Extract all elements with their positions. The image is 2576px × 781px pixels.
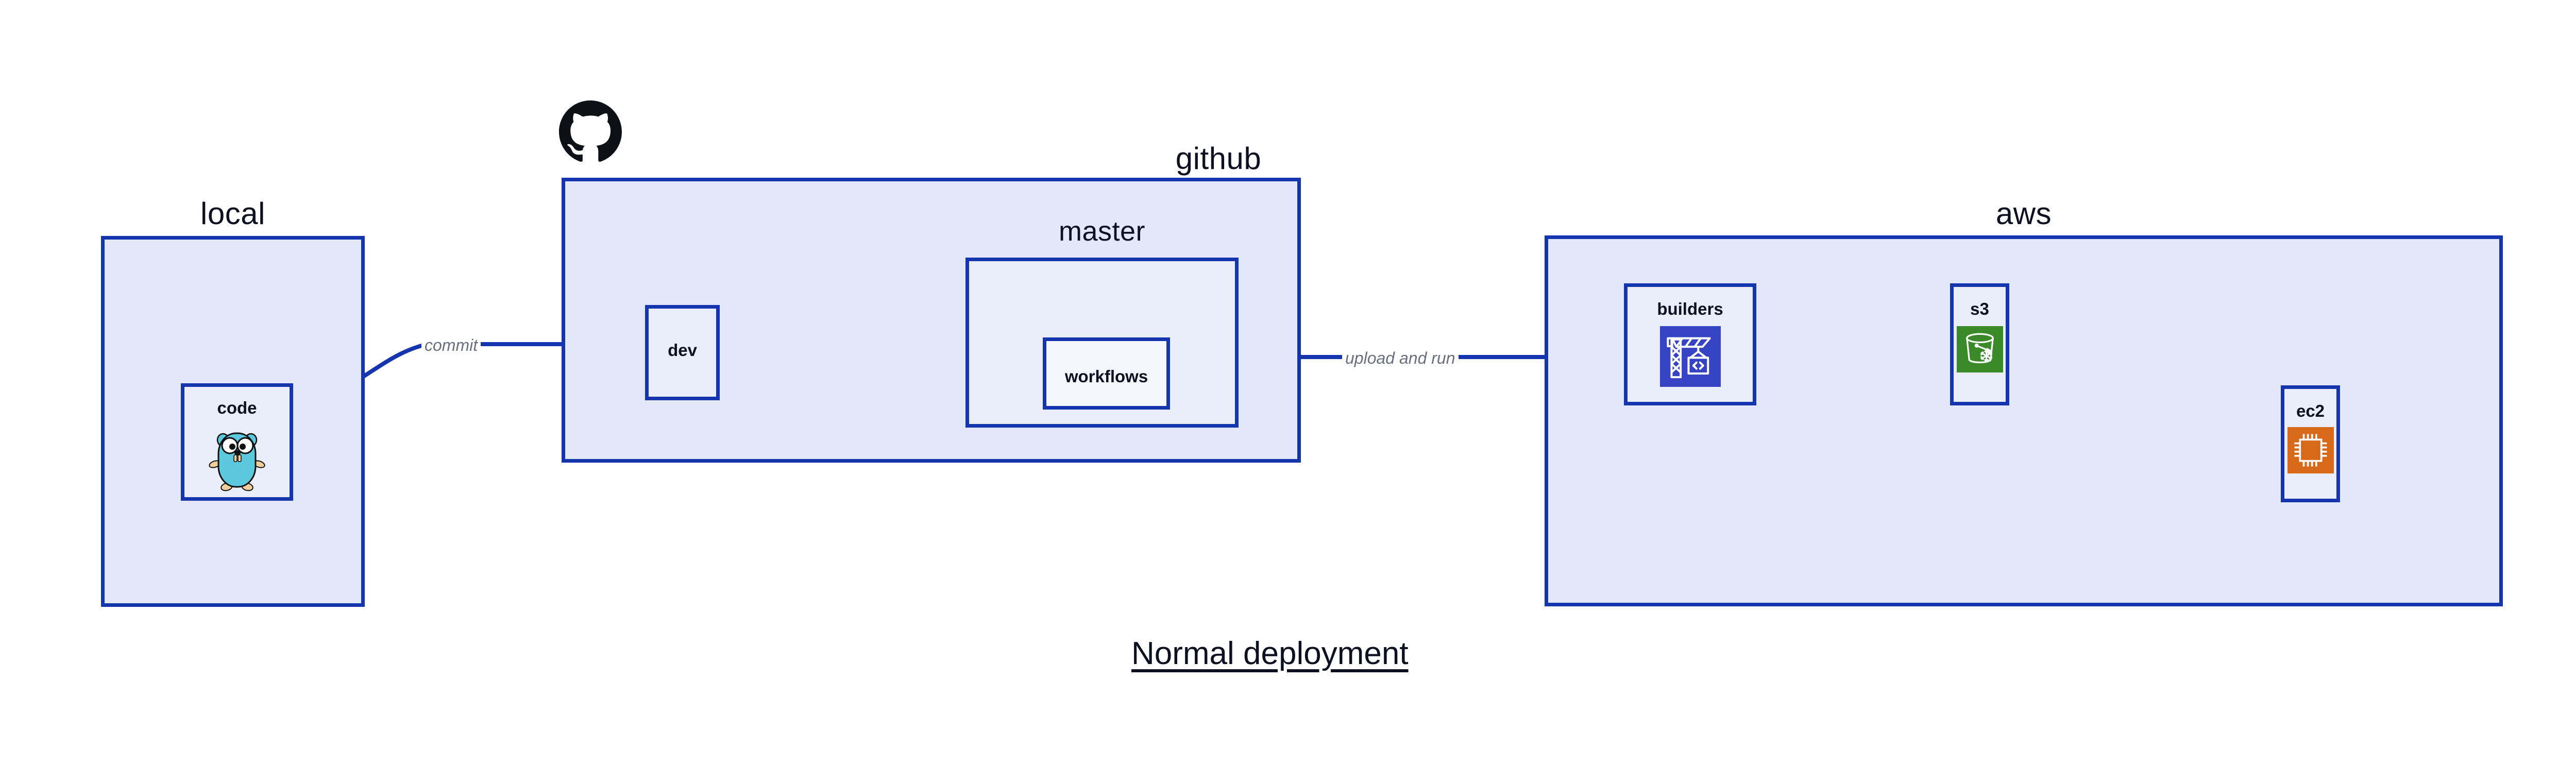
group-label-local: local [200,196,265,231]
go-gopher-icon [206,426,268,493]
aws-s3-bucket-icon [1956,326,2003,372]
group-label-github: github [1175,141,1262,176]
edge-label-upload-and-run: upload and run [1342,349,1459,367]
aws-ec2-chip-icon [2287,427,2334,473]
node-label-ec2: ec2 [2296,401,2325,420]
github-octocat-icon [559,100,622,163]
node-label-s3: s3 [1970,299,1989,318]
group-local[interactable]: code [101,236,365,607]
group-github[interactable]: dev master workflows [562,178,1301,463]
node-dev[interactable]: dev [645,305,720,400]
group-label-aws: aws [1995,196,2052,231]
node-ec2[interactable]: ec2 [2281,385,2340,502]
node-s3[interactable]: s3 [1950,283,2009,405]
node-code[interactable]: code [181,383,293,501]
aws-builders-crane-icon [1659,326,1721,387]
node-label-workflows: workflows [1064,367,1148,386]
diagram-title: Normal deployment [1131,636,1409,671]
group-aws[interactable]: builders [1545,235,2503,606]
edge-label-commit: commit [421,336,481,354]
node-label-builders: builders [1657,299,1723,318]
node-label-dev: dev [668,341,697,360]
node-label-code: code [217,398,257,417]
subgroup-master[interactable]: workflows [965,258,1239,428]
node-workflows[interactable]: workflows [1043,337,1170,410]
node-builders[interactable]: builders [1624,283,1756,405]
subgroup-label-master: master [1058,216,1146,247]
